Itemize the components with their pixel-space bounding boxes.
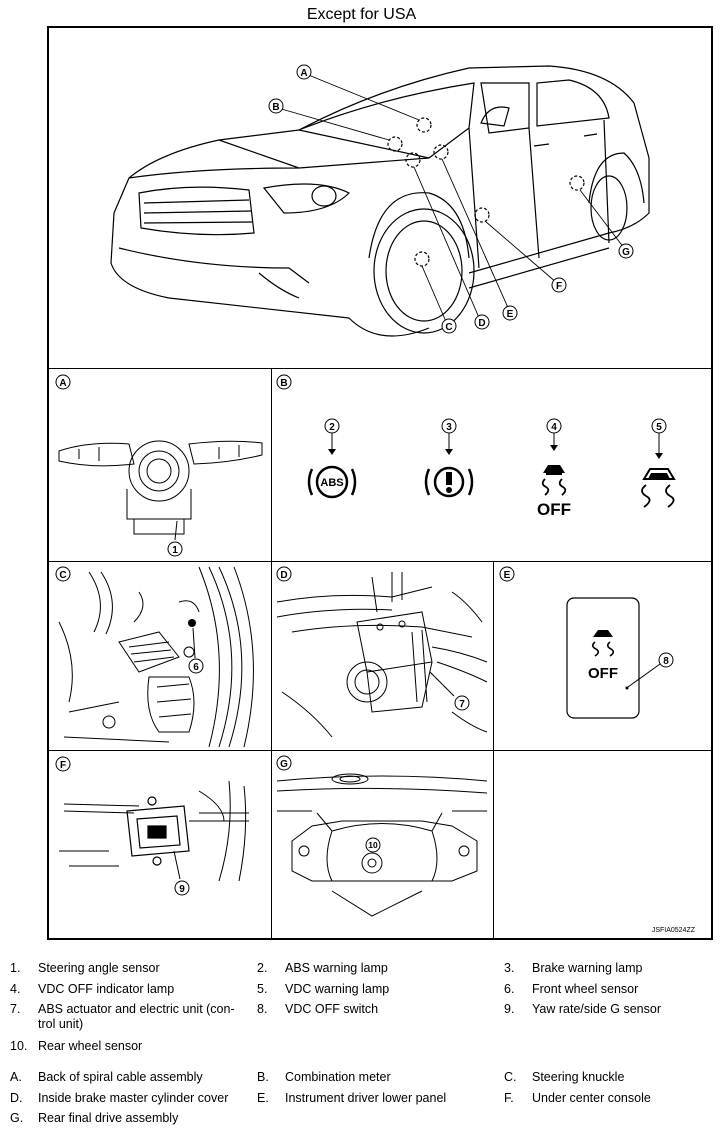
vdc-off-switch [566, 597, 640, 719]
legend-num: 7. [10, 1002, 21, 1016]
location-circle-c [414, 251, 430, 267]
vdc-off-switch-icon [591, 630, 615, 657]
legend-num: 1. [10, 961, 21, 975]
legend-label: ABS warning lamp [285, 961, 388, 975]
panel-label-a: A [59, 378, 66, 389]
legend-label: VDC OFF switch [285, 1002, 379, 1016]
panel-g: G 10 [271, 750, 493, 938]
panel-label-e: E [504, 570, 511, 581]
callout-1: 1 [172, 545, 178, 556]
callout-10: 10 [368, 840, 378, 850]
vdc-off-lamp-text: OFF [537, 500, 571, 519]
panel-b: B 2 ABS 3 4 [271, 368, 711, 561]
abs-lamp-text: ABS [320, 477, 343, 489]
diagram-frame: A B C D E F G A [47, 26, 713, 940]
callout-7: 7 [459, 699, 465, 710]
callout-4: 4 [551, 422, 557, 433]
legend-num: A. [10, 1070, 22, 1084]
legend-label-continued: trol unit) [38, 1017, 84, 1031]
legend-num: F. [504, 1091, 514, 1105]
legend-num: G. [10, 1111, 24, 1125]
callout-2: 2 [329, 422, 335, 433]
legend-num: B. [257, 1070, 269, 1084]
legend-num: 6. [504, 982, 515, 996]
vdc-off-indicator-icon [541, 465, 567, 496]
panel-label-c: C [59, 570, 66, 581]
panel-empty [493, 750, 711, 938]
panel-label-g: G [280, 759, 288, 770]
car-illustration: A B C D E F G [110, 64, 650, 337]
callout-c: C [445, 322, 452, 333]
callout-5: 5 [656, 422, 662, 433]
legend-label: Instrument driver lower panel [285, 1091, 447, 1105]
callout-b: B [272, 102, 279, 113]
legend-label: Brake warning lamp [532, 961, 643, 975]
legend-label: VDC warning lamp [285, 982, 390, 996]
legend-label: Steering knuckle [532, 1070, 625, 1084]
legend-label: Back of spiral cable assembly [38, 1070, 203, 1084]
legend-num: 4. [10, 982, 21, 996]
figure-code: JSFIA0524ZZ [651, 927, 695, 934]
location-circle-a [416, 117, 432, 133]
yaw-rate-sensor [126, 796, 190, 866]
legend-label: Front wheel sensor [532, 982, 639, 996]
callout-6: 6 [193, 662, 199, 673]
panel-f: F 9 [49, 750, 271, 938]
panel-label-d: D [280, 570, 287, 581]
callout-f: F [556, 281, 562, 292]
brake-warning-lamp-icon [424, 466, 474, 498]
location-circle-f [474, 207, 490, 223]
location-circle-g [569, 175, 585, 191]
legend-num: 10. [10, 1039, 28, 1053]
legend-label: Rear wheel sensor [38, 1039, 143, 1053]
callout-d: D [478, 318, 485, 329]
panel-c: C 6 [49, 561, 271, 750]
panel-a: A 1 [49, 368, 271, 561]
legend-num: 3. [504, 961, 515, 975]
legend-num: 2. [257, 961, 268, 975]
callout-e: E [507, 309, 514, 320]
legend-label: Under center console [532, 1091, 651, 1105]
location-circle-e [433, 144, 449, 160]
panel-e: E OFF 8 [493, 561, 711, 750]
callout-9: 9 [179, 884, 185, 895]
location-circle-b [387, 136, 403, 152]
diagram-title: Except for USA [306, 6, 417, 23]
panel-label-b: B [280, 378, 287, 389]
legend-label: VDC OFF indicator lamp [38, 982, 175, 996]
legend-num: 8. [257, 1002, 268, 1016]
panel-label-f: F [60, 760, 66, 771]
legend-label: Yaw rate/side G sensor [532, 1002, 661, 1016]
callout-3: 3 [446, 422, 452, 433]
legend-num: D. [10, 1091, 23, 1105]
legend-num: 9. [504, 1002, 515, 1016]
legend-label: Combination meter [285, 1070, 391, 1084]
legend-num: C. [504, 1070, 517, 1084]
vdc-warning-lamp-icon [641, 468, 676, 508]
legend-label: Inside brake master cylinder cover [38, 1091, 229, 1105]
legend-num: E. [257, 1091, 269, 1105]
legend-label: ABS actuator and electric unit (con- [38, 1002, 235, 1016]
callout-8: 8 [663, 656, 669, 667]
callout-a: A [300, 68, 307, 79]
callout-g: G [622, 247, 630, 258]
legend-num: 5. [257, 982, 268, 996]
vdc-off-switch-text: OFF [588, 665, 618, 682]
panel-d: D 7 [271, 561, 493, 750]
legend-label: Rear final drive assembly [38, 1111, 179, 1125]
location-circle-d [405, 152, 421, 168]
abs-warning-lamp-icon: ABS [307, 465, 357, 499]
legend-label: Steering angle sensor [38, 961, 160, 975]
